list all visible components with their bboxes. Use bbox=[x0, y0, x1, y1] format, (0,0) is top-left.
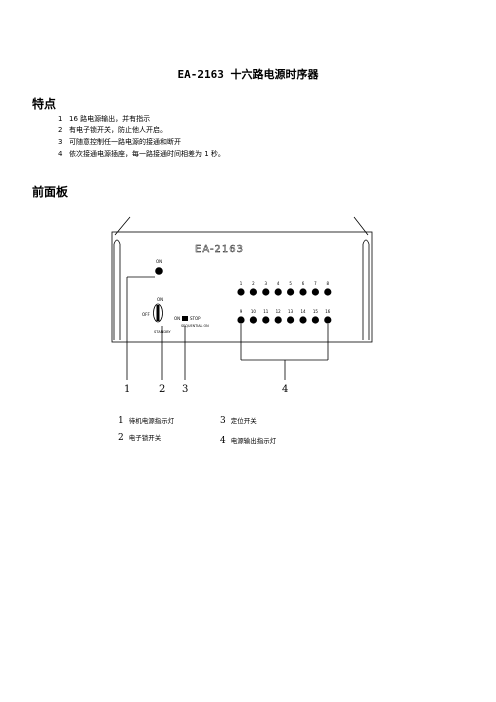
feature-item: 2 有电子锁开关，防止他人开启。 bbox=[58, 126, 167, 135]
legend-item: 1 待机电源指示灯 bbox=[118, 415, 174, 426]
output-led-9 bbox=[237, 316, 245, 324]
model-label: EA-2163 bbox=[195, 244, 244, 255]
output-number: 2 bbox=[252, 281, 255, 286]
legend-text: 电子锁开关 bbox=[128, 434, 162, 442]
feature-text: 16 路电源输出，并有指示 bbox=[69, 115, 151, 123]
positioning-switch bbox=[182, 316, 188, 321]
output-led-row-bottom: 9 10 11 12 13 14 15 16 bbox=[237, 309, 332, 324]
left-handle-top bbox=[113, 239, 121, 245]
output-led-5 bbox=[287, 288, 295, 296]
output-led-2 bbox=[249, 288, 257, 296]
standby-led-label: ON bbox=[156, 259, 162, 264]
output-number: 13 bbox=[288, 309, 294, 314]
output-number: 9 bbox=[240, 309, 243, 314]
output-number: 10 bbox=[251, 309, 257, 314]
output-led-1 bbox=[237, 288, 245, 296]
callout-number: 4 bbox=[282, 384, 288, 395]
legend-item: 3 定位开关 bbox=[220, 415, 257, 426]
output-number: 6 bbox=[302, 281, 305, 286]
output-number: 11 bbox=[263, 309, 269, 314]
callout-number: 2 bbox=[159, 384, 165, 395]
legend-text: 电源输出指示灯 bbox=[230, 437, 277, 445]
output-number: 5 bbox=[289, 281, 292, 286]
switch-sub-label: SEQUENTIAL ON bbox=[181, 324, 209, 328]
output-led-8 bbox=[324, 288, 332, 296]
right-handle bbox=[362, 244, 370, 340]
feature-item: 1 16 路电源输出，并有指示 bbox=[58, 115, 150, 124]
output-number: 7 bbox=[314, 281, 317, 286]
switch-on-label: ON bbox=[174, 316, 180, 321]
output-number: 12 bbox=[276, 309, 282, 314]
legend-item: 4 电源输出指示灯 bbox=[220, 435, 276, 446]
left-handle bbox=[113, 244, 121, 340]
feature-number: 1 bbox=[58, 115, 63, 123]
feature-number: 4 bbox=[58, 150, 63, 158]
output-number: 16 bbox=[325, 309, 331, 314]
output-number: 14 bbox=[300, 309, 306, 314]
lock-on-label: ON bbox=[157, 297, 163, 302]
output-led-12 bbox=[274, 316, 282, 324]
output-led-10 bbox=[249, 316, 257, 324]
legend-number: 2 bbox=[118, 433, 124, 443]
output-led-4 bbox=[274, 288, 282, 296]
output-number: 1 bbox=[240, 281, 243, 286]
output-led-row-top: 1 2 3 4 5 6 7 8 bbox=[237, 281, 332, 296]
feature-item: 4 依次接通电源插座，每一路接通时间相差为 1 秒。 bbox=[58, 150, 225, 159]
features-heading: 特点 bbox=[32, 97, 57, 111]
page-title: EA-2163 十六路电源时序器 bbox=[177, 68, 319, 81]
output-number: 3 bbox=[265, 281, 268, 286]
legend-number: 3 bbox=[220, 416, 226, 426]
output-number: 4 bbox=[277, 281, 280, 286]
standby-led bbox=[155, 267, 163, 275]
electronic-lock bbox=[153, 303, 163, 323]
feature-number: 3 bbox=[58, 138, 63, 146]
front-panel-heading: 前面板 bbox=[32, 185, 69, 199]
feature-item: 3 可随意控制任一路电源的接通和断开 bbox=[58, 138, 181, 147]
right-pointer-line bbox=[353, 216, 369, 236]
feature-text: 有电子锁开关，防止他人开启。 bbox=[69, 126, 167, 134]
lock-standby-label: STANDBY bbox=[154, 330, 171, 334]
output-led-13 bbox=[287, 316, 295, 324]
lock-key-slot bbox=[156, 305, 160, 321]
output-number: 15 bbox=[313, 309, 319, 314]
output-led-3 bbox=[262, 288, 270, 296]
lock-off-label: OFF bbox=[142, 312, 150, 317]
left-pointer-line bbox=[114, 216, 131, 236]
callout-number: 1 bbox=[124, 384, 130, 395]
legend-number: 1 bbox=[118, 416, 124, 426]
feature-text: 依次接通电源插座，每一路接通时间相差为 1 秒。 bbox=[69, 150, 225, 158]
callout-number: 3 bbox=[182, 384, 188, 395]
output-number: 8 bbox=[327, 281, 330, 286]
feature-number: 2 bbox=[58, 126, 63, 134]
legend-item: 2 电子锁开关 bbox=[118, 432, 161, 443]
output-led-16 bbox=[324, 316, 332, 324]
output-led-14 bbox=[299, 316, 307, 324]
legend-text: 待机电源指示灯 bbox=[128, 417, 175, 425]
right-handle-top bbox=[362, 239, 370, 245]
switch-stop-label: STOP bbox=[190, 316, 201, 321]
feature-text: 可随意控制任一路电源的接通和断开 bbox=[69, 138, 181, 146]
output-led-6 bbox=[299, 288, 307, 296]
panel-outline bbox=[111, 231, 373, 343]
output-led-7 bbox=[311, 288, 319, 296]
legend-number: 4 bbox=[220, 436, 226, 446]
output-led-11 bbox=[262, 316, 270, 324]
legend-text: 定位开关 bbox=[230, 417, 257, 425]
output-led-15 bbox=[311, 316, 319, 324]
